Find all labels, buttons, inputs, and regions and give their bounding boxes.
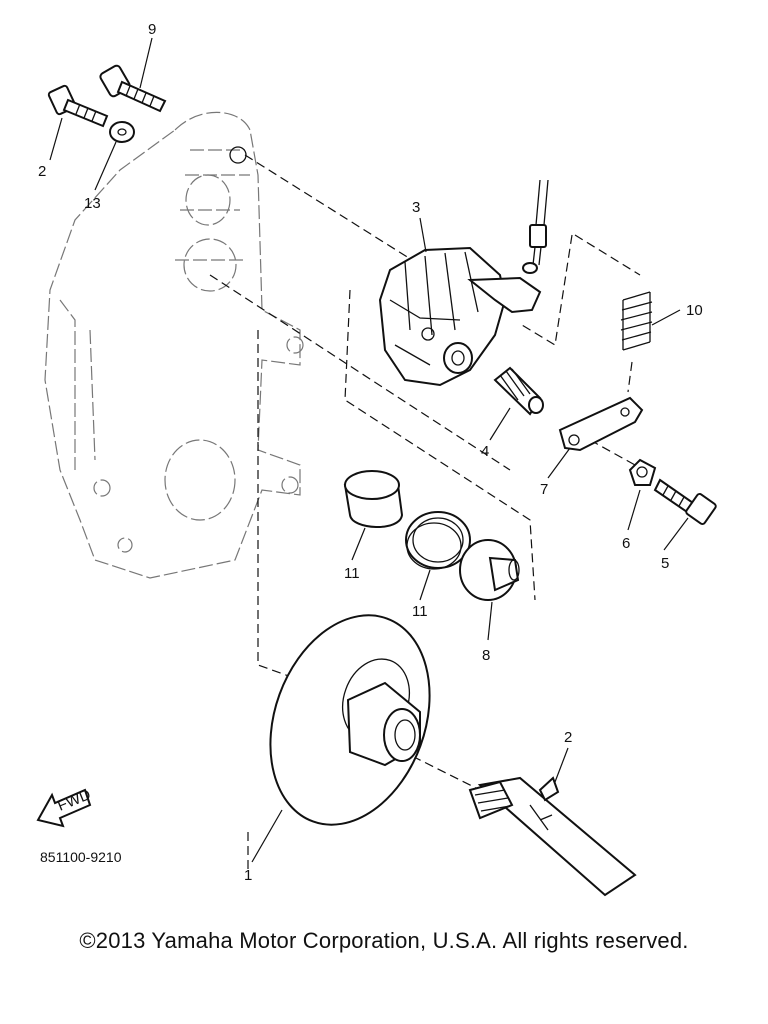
callout-7: 7: [540, 481, 548, 498]
shaft: [468, 776, 637, 897]
callout-1: 1: [244, 867, 252, 884]
callout-2: 2: [564, 729, 572, 746]
callout-8: 8: [482, 647, 490, 664]
housing-cover: [44, 111, 304, 579]
cable-end: [522, 179, 549, 274]
callout-5: 5: [661, 555, 669, 572]
part-5-bolt: [653, 478, 717, 525]
part-11-pad-a: [343, 470, 404, 528]
callout-12: 2: [38, 163, 46, 180]
part-12-bolt: [47, 84, 109, 128]
part-10-spring: [620, 291, 653, 351]
fwd-arrow-icon: FWD: [36, 786, 93, 828]
part-4-adjuster: [493, 366, 544, 416]
callouts: 9 2 13 3 10 4 7 6 5 11 11 8 2 1: [38, 21, 703, 884]
exploded-parts-diagram: FWD 9 2 13 3 10 4 7 6 5 11 11 8 2 1 8511…: [36, 21, 717, 897]
part-11-ring-b: [405, 511, 471, 570]
callout-3: 3: [412, 199, 420, 216]
part-6-collar: [628, 458, 657, 486]
part-13-washer: [109, 121, 135, 143]
assembly-lines: [209, 154, 641, 870]
callout-11a: 11: [344, 565, 360, 582]
callout-9: 9: [148, 21, 156, 38]
callout-6: 6: [622, 535, 630, 552]
part-7-lever: [558, 396, 644, 452]
diagram-code: 851100-9210: [40, 849, 122, 865]
callout-11b: 11: [412, 603, 428, 620]
callout-4: 4: [481, 443, 489, 460]
part-2-key: [538, 776, 560, 802]
part-3-caliper: [378, 246, 542, 387]
part-9-flange-bolt: [99, 64, 167, 113]
leader-lines: [49, 37, 689, 863]
part-1-brake-disc: [269, 614, 431, 826]
part-8-puck: [459, 539, 520, 601]
callout-10: 10: [686, 302, 703, 319]
callout-13: 13: [84, 195, 101, 212]
copyright-notice: ©2013 Yamaha Motor Corporation, U.S.A. A…: [79, 928, 689, 953]
